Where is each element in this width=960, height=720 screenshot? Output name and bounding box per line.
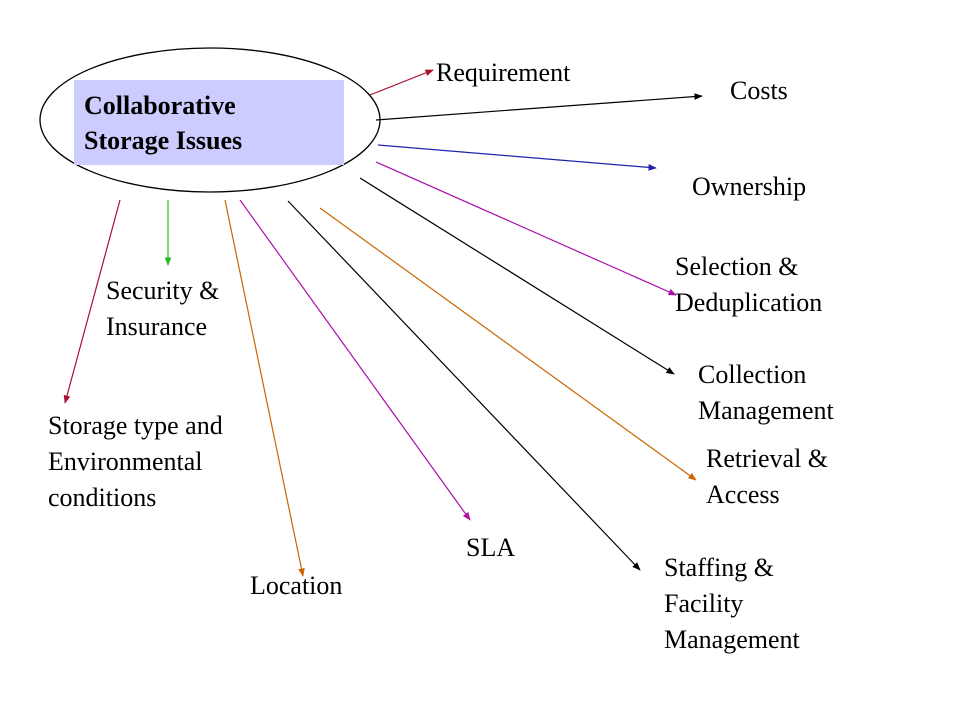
center-title-line1: Collaborative (84, 91, 236, 120)
arrow-selection (375, 161, 677, 296)
arrow-ownership (377, 144, 657, 171)
label-ownership: Ownership (692, 172, 807, 201)
label-collection-management: Collection Management (698, 360, 834, 425)
center-topic: Collaborative Storage Issues (74, 80, 344, 165)
label-location: Location (250, 571, 343, 600)
connector-group (63, 69, 703, 577)
label-sla: SLA (466, 533, 516, 562)
arrow-collection (359, 177, 675, 375)
label-retrieval-access: Retrieval & Access (706, 444, 829, 509)
arrow-sla (239, 199, 471, 521)
label-security-insurance: Security & Insurance (106, 276, 220, 341)
label-selection-deduplication: Selection & Deduplication (675, 252, 823, 317)
arrow-staffing (287, 200, 641, 571)
arrow-costs (375, 93, 703, 121)
label-requirement: Requirement (436, 58, 571, 87)
arrow-requirement (369, 69, 434, 96)
arrow-retrieval (319, 207, 697, 481)
center-title-line2: Storage Issues (84, 126, 243, 155)
label-staffing-facility: Staffing & Facility Management (664, 553, 800, 654)
arrow-location (224, 199, 305, 577)
arrow-storage-type (63, 199, 121, 404)
label-costs: Costs (730, 76, 788, 105)
label-storage-type: Storage type and Environmental condition… (48, 411, 223, 512)
